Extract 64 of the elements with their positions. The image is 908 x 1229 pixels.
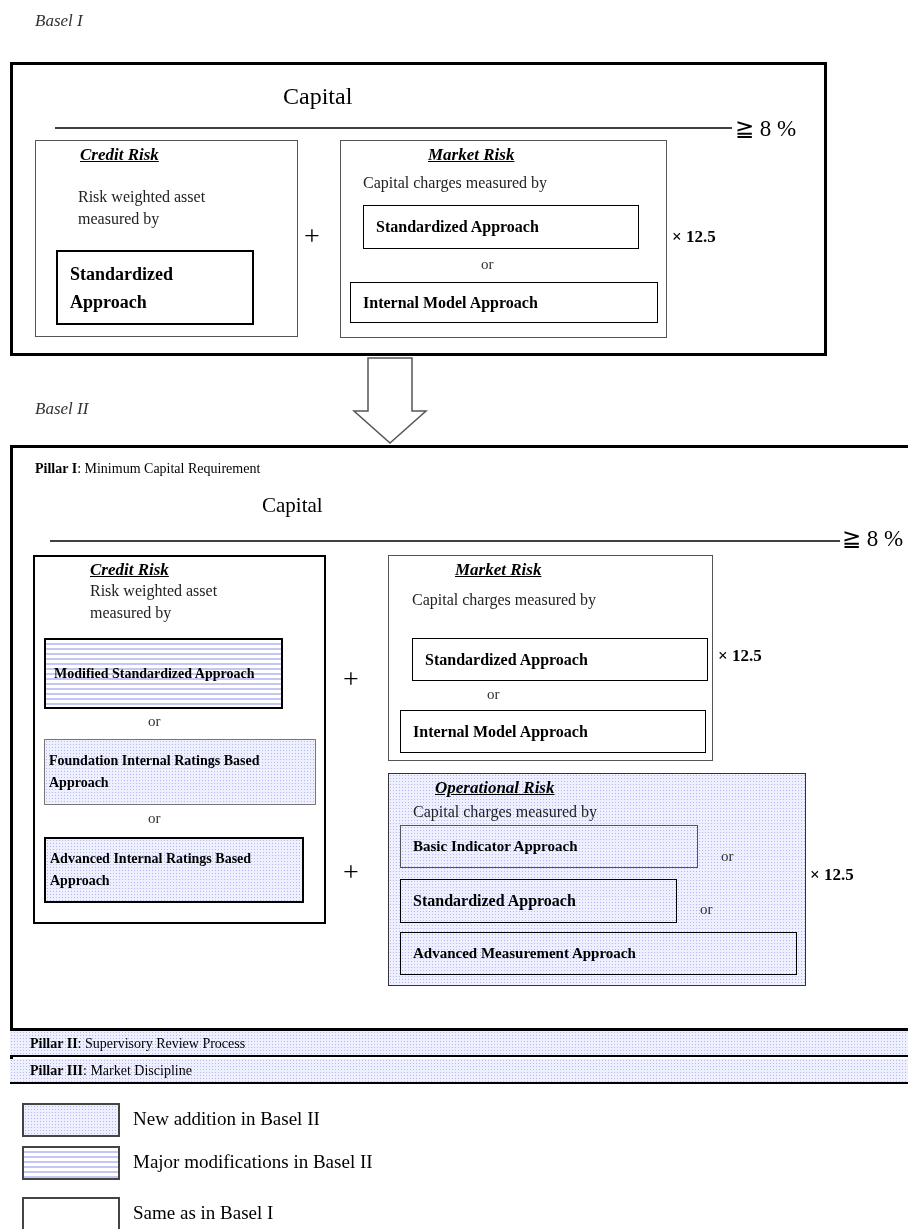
risk-box — [35, 140, 298, 337]
plus-sign: + — [343, 665, 359, 693]
multiplier-text: × 12.5 — [672, 226, 716, 248]
approach-label: Pillar II: Supervisory Review Process — [30, 1034, 246, 1053]
approach-label: Modified Standardized Approach — [54, 664, 255, 683]
legend-label: New addition in Basel II — [133, 1107, 320, 1131]
connector-word: or — [721, 847, 734, 866]
approach-label: Advanced Internal Ratings Based Approach — [50, 850, 253, 890]
connector-word: or — [487, 685, 500, 704]
approach-label: Standardized Approach — [413, 891, 576, 912]
pillar-band — [10, 1031, 908, 1057]
numerator-text: Capital — [262, 492, 323, 519]
numerator-text: Capital — [283, 82, 353, 111]
approach-box — [56, 250, 254, 325]
approach-box — [44, 638, 283, 709]
description-text: Capital charges measured by — [412, 590, 597, 611]
risk-box — [33, 555, 326, 924]
ratio-text: ≧ 8 % — [735, 115, 797, 143]
legend-label: Same as in Basel I — [133, 1201, 274, 1225]
risk-title: Operational Risk — [435, 777, 555, 799]
risk-box — [388, 555, 713, 761]
multiplier-text: × 12.5 — [718, 645, 762, 667]
heading: Basel II — [35, 398, 89, 420]
approach-box — [400, 825, 698, 868]
approach-label: Foundation Internal Ratings Based Approach — [49, 752, 261, 792]
plus-sign: + — [304, 222, 320, 250]
pillar-heading: Pillar I: Minimum Capital Requirement — [35, 460, 261, 478]
risk-box — [388, 773, 806, 986]
approach-box — [44, 837, 304, 903]
description-text: Capital charges measured by — [363, 173, 548, 194]
description-text: Risk weighted asset measured by — [78, 187, 207, 230]
approach-box — [400, 932, 797, 975]
legend-label: Major modifications in Basel II — [133, 1150, 373, 1174]
approach-label: Standardized Approach — [425, 649, 588, 671]
approach-box — [350, 282, 658, 323]
approach-box — [400, 879, 677, 923]
connector-word: or — [148, 809, 161, 828]
risk-title: Credit Risk — [80, 144, 159, 166]
approach-label: Pillar III: Market Discipline — [30, 1062, 192, 1080]
approach-label: Standardized Approach — [70, 262, 175, 314]
approach-label: Standardized Approach — [376, 217, 539, 238]
block-arrow — [352, 357, 428, 444]
approach-box — [400, 710, 706, 753]
approach-box — [363, 205, 639, 249]
pillar-band — [10, 1059, 908, 1082]
risk-box — [340, 140, 667, 338]
approach-label: Basic Indicator Approach — [413, 837, 578, 857]
approach-box — [412, 638, 708, 681]
risk-title: Market Risk — [455, 559, 542, 581]
approach-label: Internal Model Approach — [413, 721, 588, 743]
risk-title: Market Risk — [428, 144, 515, 166]
approach-label: Advanced Measurement Approach — [413, 944, 636, 964]
ratio-text: ≧ 8 % — [842, 525, 904, 553]
description-text: Capital charges measured by — [413, 802, 598, 823]
approach-box — [44, 739, 316, 805]
connector-word: or — [700, 900, 713, 919]
multiplier-text: × 12.5 — [810, 864, 854, 886]
connector-word: or — [148, 712, 161, 731]
heading: Basel I — [35, 10, 83, 32]
description-text: Risk weighted asset measured by — [90, 581, 219, 624]
approach-label: Internal Model Approach — [363, 292, 538, 314]
connector-word: or — [481, 255, 494, 274]
risk-title: Credit Risk — [90, 559, 169, 581]
plus-sign: + — [343, 858, 359, 886]
